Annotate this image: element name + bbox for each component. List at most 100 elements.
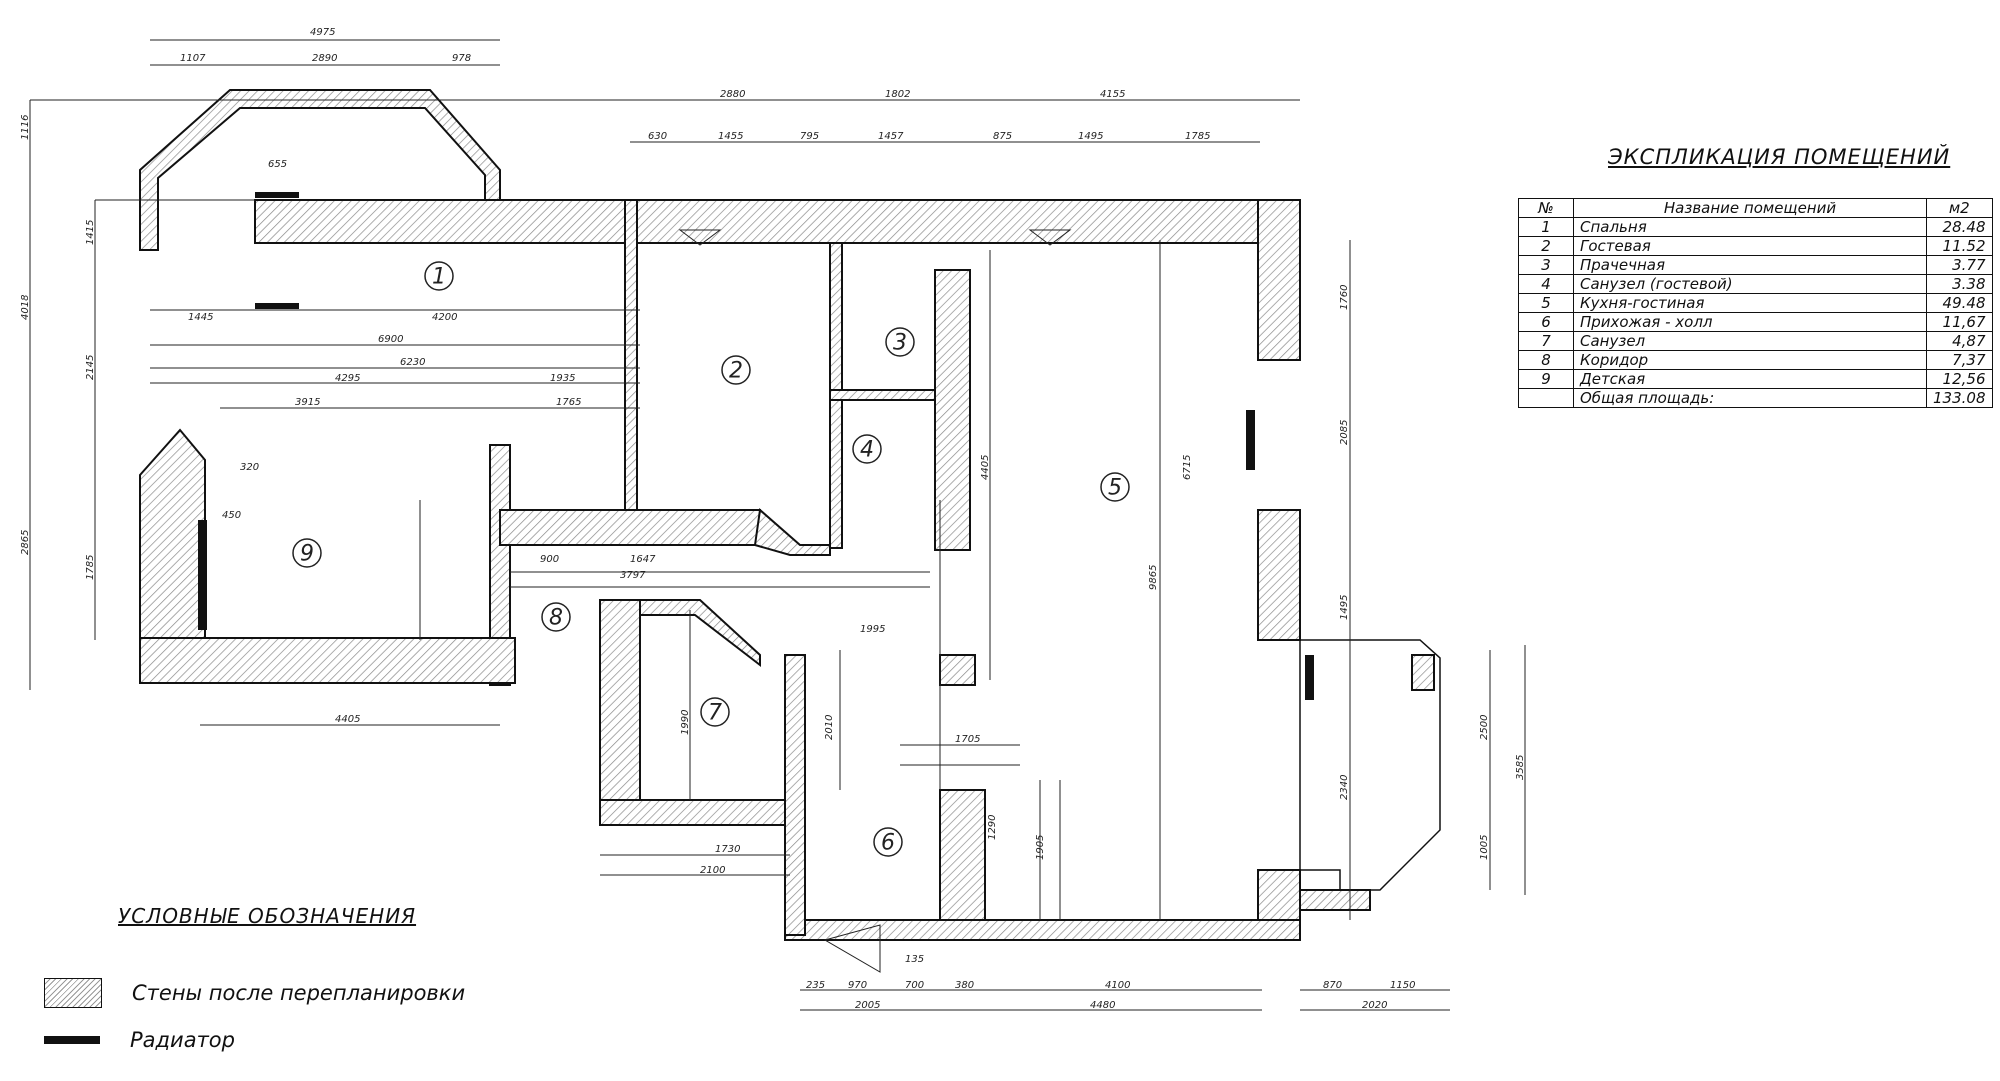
dim-978: 978 bbox=[452, 53, 471, 64]
details bbox=[678, 229, 1161, 973]
svg-text:4: 4 bbox=[860, 438, 874, 463]
dim-875: 875 bbox=[993, 131, 1012, 142]
legend-radiator-label: Радиатор bbox=[130, 1028, 235, 1052]
dim-1290: 1290 bbox=[987, 815, 998, 840]
dim-2145: 2145 bbox=[85, 355, 96, 380]
row-area: 3.77 bbox=[1926, 255, 1993, 275]
header-area: м2 bbox=[1926, 198, 1993, 218]
radiator-swatch-icon bbox=[44, 1036, 100, 1044]
dim-1445: 1445 bbox=[188, 312, 213, 323]
dim-6715: 6715 bbox=[1182, 455, 1193, 480]
row-name: Санузел bbox=[1573, 331, 1927, 351]
svg-text:2: 2 bbox=[729, 359, 743, 384]
row-name: Гостевая bbox=[1573, 236, 1927, 256]
dim-4295: 4295 bbox=[335, 373, 360, 384]
dim-2500: 2500 bbox=[1479, 715, 1490, 740]
row-area: 28.48 bbox=[1926, 217, 1993, 237]
dim-1935: 1935 bbox=[550, 373, 575, 384]
dim-1990: 1990 bbox=[680, 710, 691, 735]
legend-walls: Стены после перепланировки bbox=[44, 978, 465, 1008]
room-label-6: 6 bbox=[873, 827, 903, 857]
dim-2890: 2890 bbox=[312, 53, 337, 64]
dim-3915: 3915 bbox=[295, 397, 320, 408]
dim-3585: 3585 bbox=[1515, 755, 1526, 780]
row-num: 9 bbox=[1518, 369, 1574, 389]
dim-2100: 2100 bbox=[700, 865, 725, 876]
dim-1730: 1730 bbox=[715, 844, 740, 855]
room-label-7: 7 bbox=[700, 697, 730, 727]
dim-1995: 1995 bbox=[860, 624, 885, 635]
dim-1785v: 1785 bbox=[85, 555, 96, 580]
dimension-lines bbox=[29, 39, 1526, 1011]
svg-text:1: 1 bbox=[432, 265, 446, 290]
dim-1495: 1495 bbox=[1078, 131, 1103, 142]
row-num: 1 bbox=[1518, 217, 1574, 237]
dim-1785: 1785 bbox=[1185, 131, 1210, 142]
dim-900: 900 bbox=[540, 554, 559, 565]
dim-870: 870 bbox=[1323, 980, 1342, 991]
row-name: Санузел (гостевой) bbox=[1573, 274, 1927, 294]
row-name: Детская bbox=[1573, 369, 1927, 389]
dim-4018: 4018 bbox=[20, 295, 31, 320]
dim-9865: 9865 bbox=[1148, 565, 1159, 590]
row-num: 5 bbox=[1518, 293, 1574, 313]
dim-4155: 4155 bbox=[1100, 89, 1125, 100]
svg-text:8: 8 bbox=[549, 606, 563, 631]
legend-walls-label: Стены после перепланировки bbox=[132, 981, 466, 1005]
explication-title: ЭКСПЛИКАЦИЯ ПОМЕЩЕНИЙ bbox=[1608, 145, 1951, 169]
row-num: 3 bbox=[1518, 255, 1574, 275]
row-num: 8 bbox=[1518, 350, 1574, 370]
dimension-labels: 4975 1107 2890 978 2880 1802 4155 630 14… bbox=[20, 27, 1526, 1011]
dim-1765: 1765 bbox=[556, 397, 581, 408]
row-area: 12,56 bbox=[1926, 369, 1993, 389]
legend-radiator: Радиатор bbox=[44, 1028, 235, 1052]
dim-700: 700 bbox=[905, 980, 924, 991]
row-name: Коридор bbox=[1573, 350, 1927, 370]
dim-1802: 1802 bbox=[885, 89, 910, 100]
row-name: Спальня bbox=[1573, 217, 1927, 237]
dim-630: 630 bbox=[648, 131, 667, 142]
svg-text:6: 6 bbox=[881, 831, 895, 856]
dim-4405: 4405 bbox=[335, 714, 360, 725]
row-name: Прачечная bbox=[1573, 255, 1927, 275]
total-label: Общая площадь: bbox=[1573, 388, 1927, 408]
dim-1150: 1150 bbox=[1390, 980, 1415, 991]
svg-text:3: 3 bbox=[893, 331, 907, 356]
row-num: 7 bbox=[1518, 331, 1574, 351]
dim-4100: 4100 bbox=[1105, 980, 1130, 991]
walls bbox=[139, 89, 1441, 941]
row-area: 11.52 bbox=[1926, 236, 1993, 256]
dim-1760: 1760 bbox=[1339, 285, 1350, 310]
dim-4405v: 4405 bbox=[980, 455, 991, 480]
dim-2020: 2020 bbox=[1362, 1000, 1387, 1011]
dim-2010: 2010 bbox=[824, 715, 835, 740]
dim-1005: 1005 bbox=[1479, 835, 1490, 860]
row-num: 2 bbox=[1518, 236, 1574, 256]
row-area: 3.38 bbox=[1926, 274, 1993, 294]
row-num: 6 bbox=[1518, 312, 1574, 332]
row-name: Кухня-гостиная bbox=[1573, 293, 1927, 313]
total-row: Общая площадь:133.08 bbox=[1518, 388, 1993, 408]
dim-970: 970 bbox=[848, 980, 867, 991]
dim-450: 450 bbox=[222, 510, 241, 521]
row-num: 4 bbox=[1518, 274, 1574, 294]
dim-1415: 1415 bbox=[85, 220, 96, 245]
dim-1116: 1116 bbox=[20, 115, 31, 140]
dim-320: 320 bbox=[240, 462, 259, 473]
dim-2085: 2085 bbox=[1339, 420, 1350, 445]
legend-title: УСЛОВНЫЕ ОБОЗНАЧЕНИЯ bbox=[118, 904, 417, 928]
dim-1107: 1107 bbox=[180, 53, 206, 64]
total-area: 133.08 bbox=[1926, 388, 1993, 408]
dim-1705: 1705 bbox=[955, 734, 980, 745]
room-label-4: 4 bbox=[852, 434, 882, 464]
dim-1455: 1455 bbox=[718, 131, 743, 142]
